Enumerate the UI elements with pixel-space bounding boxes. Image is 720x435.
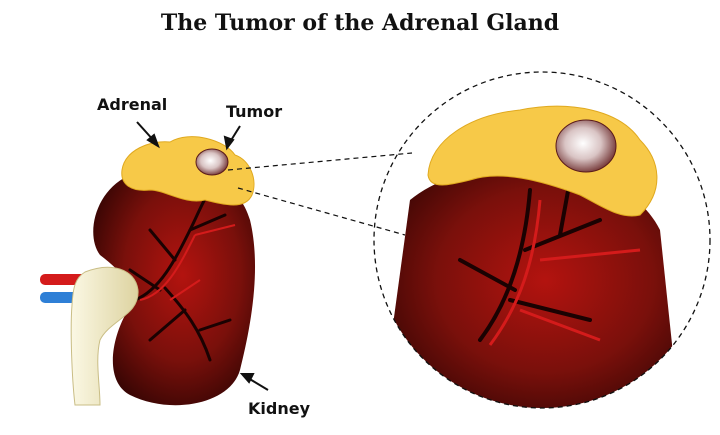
kidney	[93, 168, 256, 406]
label-kidney: Kidney	[248, 399, 311, 418]
label-tumor: Tumor	[226, 102, 283, 121]
zoomed-view	[380, 105, 680, 408]
label-adrenal: Adrenal	[97, 95, 168, 114]
diagram-title: The Tumor of the Adrenal Gland	[160, 10, 560, 36]
ureter	[70, 266, 139, 406]
arrows	[136, 121, 269, 391]
tumor	[195, 148, 229, 176]
zoom-connectors	[227, 152, 413, 236]
kidney-highlight-vessels	[139, 224, 236, 301]
zoom-circle	[373, 71, 711, 409]
